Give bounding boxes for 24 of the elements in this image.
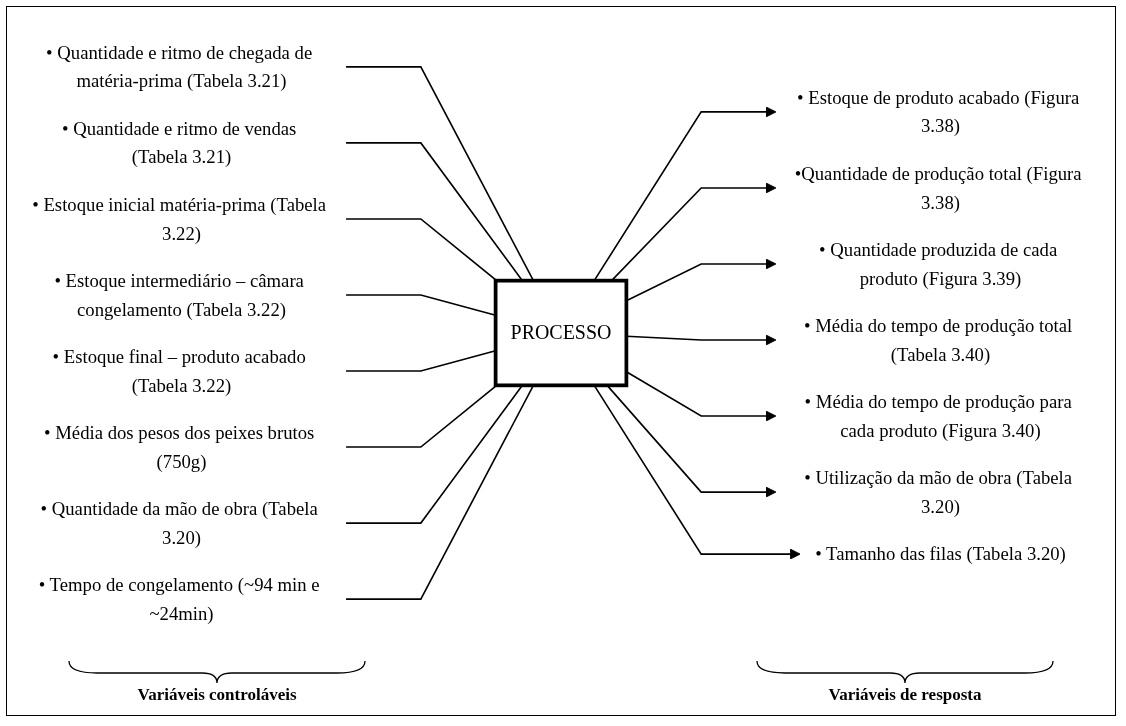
connector	[345, 142, 524, 282]
node-text: • Média do tempo de produção total (Tabela 3.40)	[804, 315, 1073, 364]
node-text: • Média dos pesos dos peixes brutos (750g)	[43, 422, 315, 471]
connector	[345, 384, 524, 524]
connector	[345, 66, 535, 282]
connector	[345, 218, 498, 282]
node-text: • Estoque inicial matéria-prima (Tabela 3.22)	[32, 194, 327, 243]
node-text: • Quantidade produzida de cada produto (Figura 3.39)	[819, 239, 1058, 288]
node-text: • Quantidade da mão de obra (Tabela 3.20)	[40, 498, 318, 547]
node-text: • Estoque de produto acabado (Figura 3.38)	[797, 87, 1080, 136]
group-label: Variáveis de resposta	[828, 685, 982, 705]
node-text: • Quantidade e ritmo de chegada de matéria-prima (Tabela 3.21)	[46, 42, 313, 91]
group-label: Variáveis controláveis	[137, 685, 297, 705]
node-text: • Quantidade e ritmo de vendas (Tabela 3.21)	[61, 118, 297, 167]
node-text: • Média do tempo de produção para cada produto (Figura 3.40)	[804, 391, 1072, 440]
node-box: PROCESSO	[493, 278, 629, 388]
connector	[345, 384, 498, 448]
node-text: • Utilização da mão de obra (Tabela 3.20)	[804, 467, 1073, 516]
node-text: • Tamanho das filas (Tabela 3.20)	[815, 543, 1066, 564]
node-text: • Tempo de congelamento (~94 min e ~24min)	[38, 574, 320, 623]
node-text: • Estoque final – produto acabado (Tabela 3.22)	[52, 346, 306, 395]
connector	[345, 384, 535, 600]
node-text: • Estoque intermediário – câmara congelamento (Tabela 3.22)	[54, 270, 304, 319]
node-text: •Quantidade de produção total (Figura 3.38)	[794, 163, 1082, 212]
